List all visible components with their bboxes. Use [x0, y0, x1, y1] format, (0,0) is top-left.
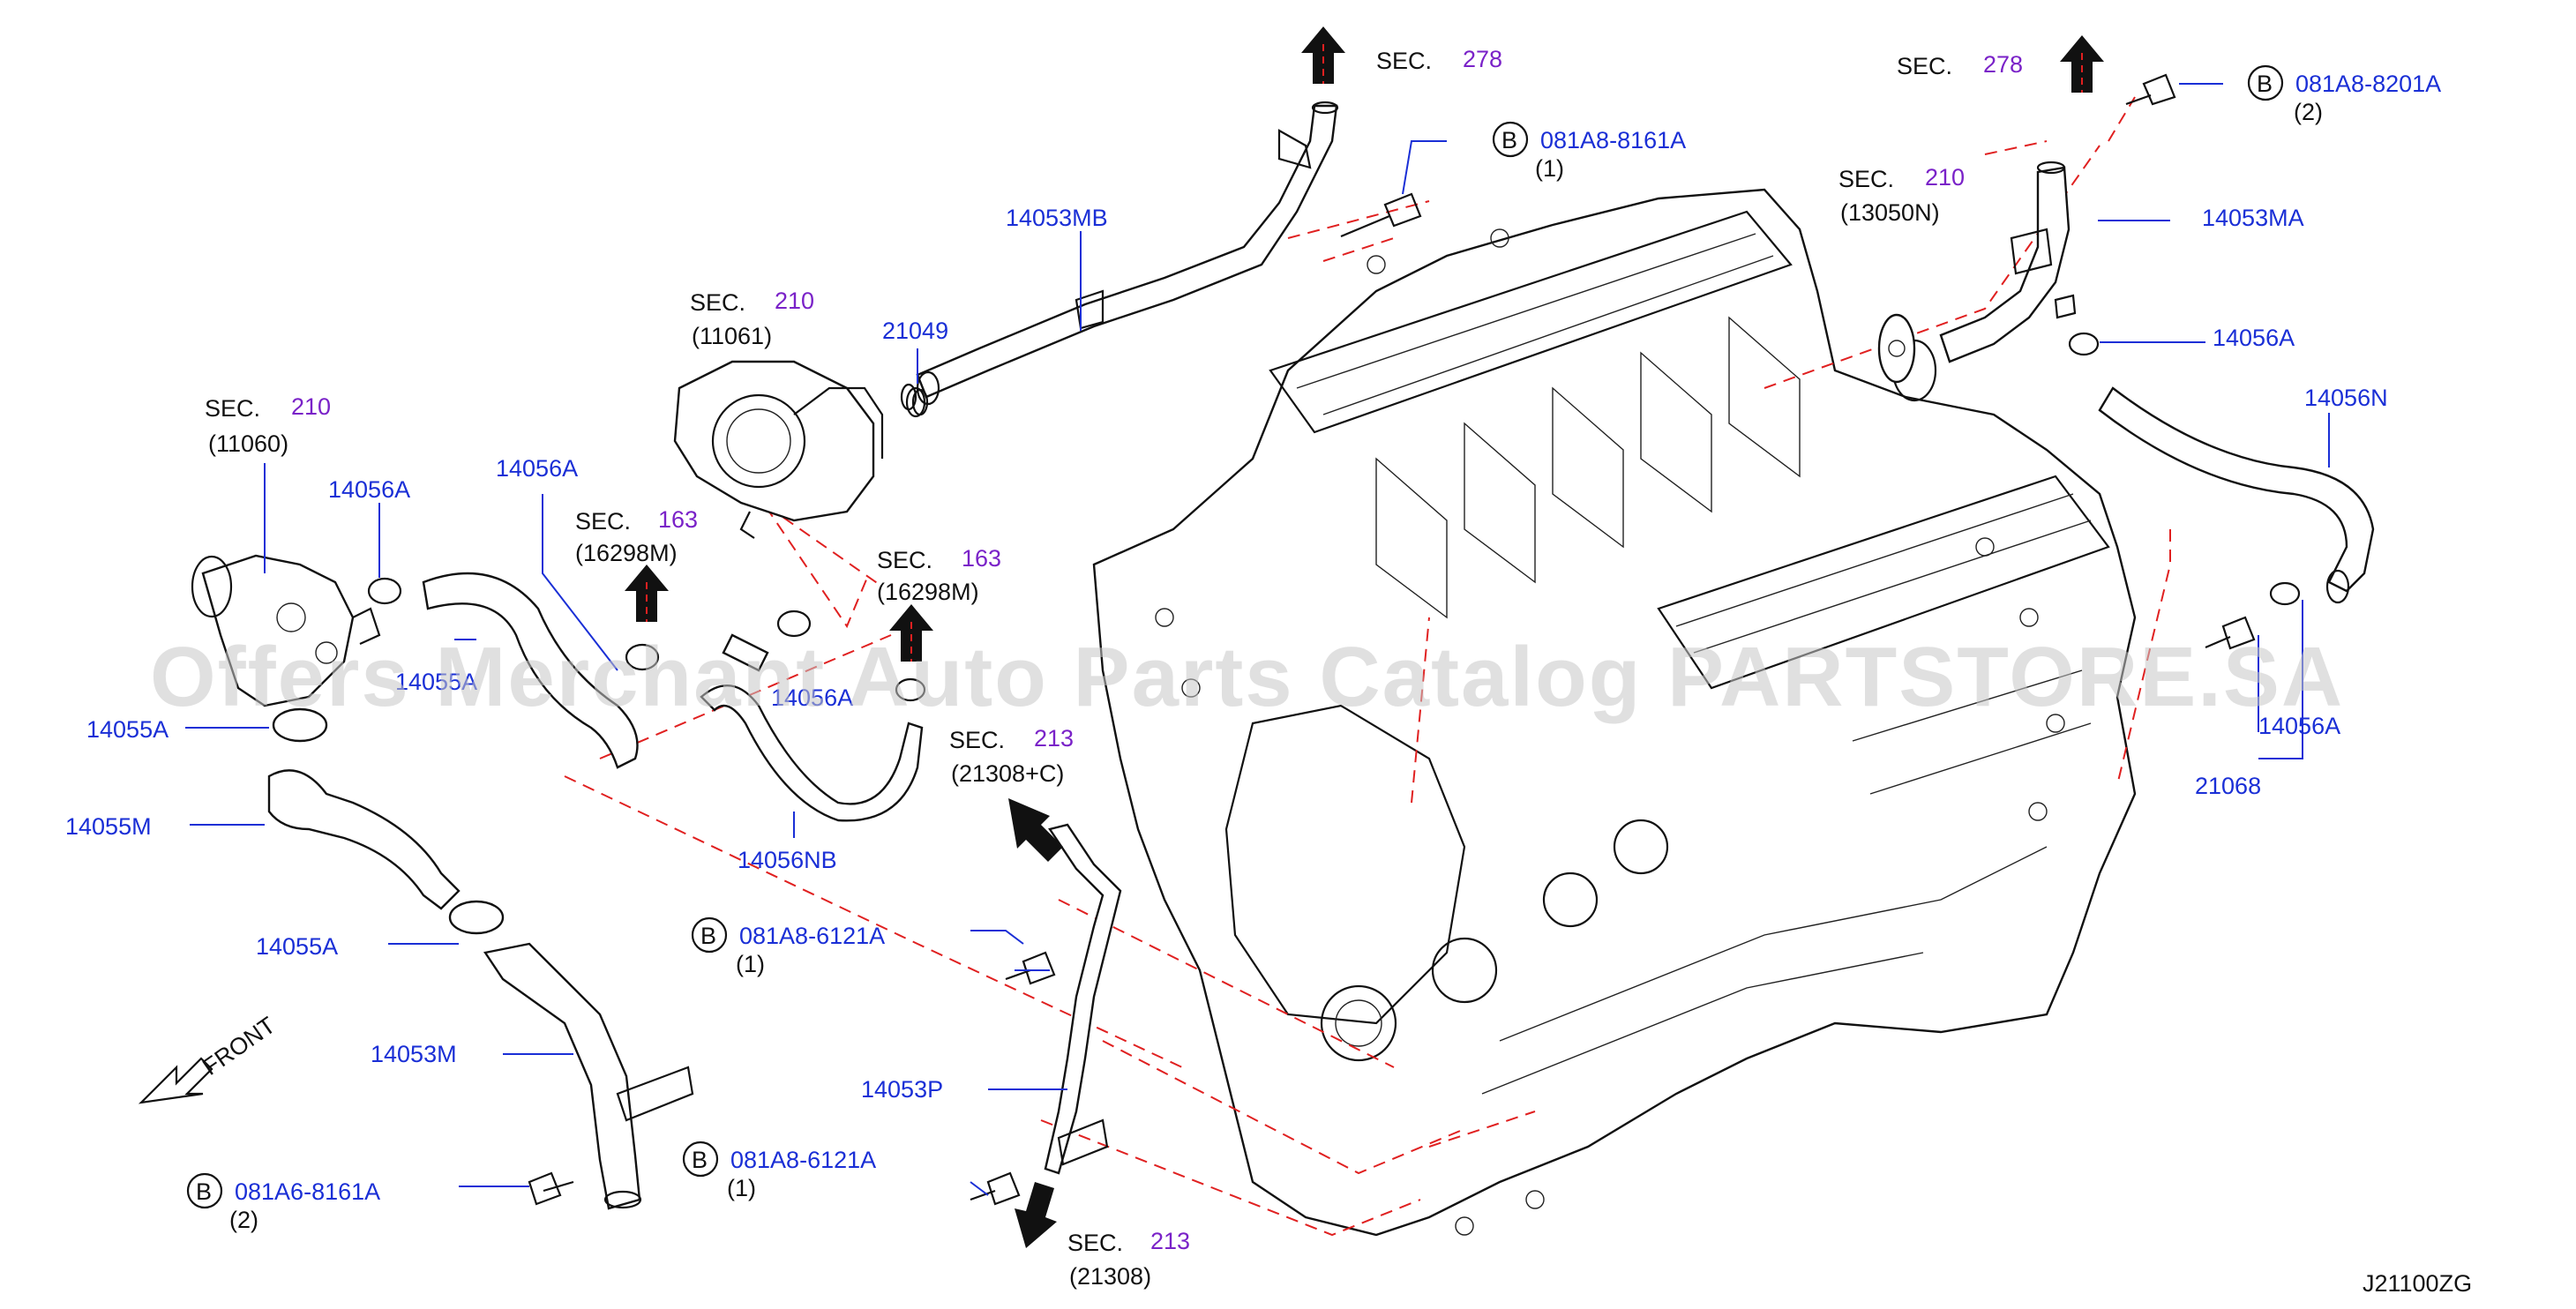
hose-14055M — [267, 769, 461, 910]
sec163-a-label: SEC. — [575, 508, 631, 535]
sec163-a-number: 163 — [658, 506, 698, 533]
sec210-b-number: 210 — [291, 393, 331, 420]
b-marker-3: B — [700, 923, 716, 949]
pipe-14053MB — [900, 101, 1339, 411]
arrow-sec163-right — [889, 604, 933, 662]
o-ring-21049 — [911, 388, 929, 416]
sec210-a-number: 210 — [775, 288, 814, 314]
arrow-sec163-left — [625, 565, 669, 622]
bolt-081A8-8201A-qty: (2) — [2294, 99, 2323, 125]
sec210-b-sub: (11060) — [208, 430, 288, 457]
sec213-b-label: SEC. — [1067, 1230, 1123, 1256]
sec163-b-sub: (16298M) — [877, 579, 979, 605]
hose-14056NB — [700, 633, 924, 822]
sec163-a-sub: (16298M) — [575, 540, 678, 566]
sec213-a-number: 213 — [1034, 725, 1074, 752]
sec213-b-sub: (21308) — [1069, 1263, 1151, 1290]
front-label: FRONT — [198, 1012, 280, 1081]
hose-14056A-upper-left — [422, 572, 639, 769]
bolt-081A8-8161A-top: 081A8-8161A — [1540, 127, 1686, 153]
b-marker-4: B — [692, 1147, 708, 1173]
pipe-14053MA — [1891, 161, 2071, 402]
sec210-c-label: SEC. — [1838, 166, 1894, 192]
bolt-081A6-8161A-qty: (2) — [229, 1207, 258, 1233]
sec278-a-label: SEC. — [1376, 48, 1432, 74]
section-labels: SEC. 278 SEC. 278 SEC. 210 (11061) SEC. … — [205, 46, 2023, 1290]
part-14053MA: 14053MA — [2202, 205, 2304, 231]
direction-arrows — [625, 26, 2104, 1248]
front-indicator: FRONT — [138, 1012, 281, 1104]
bolts — [528, 73, 2256, 1206]
bolt-081A6-8161A: 081A6-8161A — [235, 1178, 380, 1205]
part-14056A-right-bottom: 14056A — [2258, 713, 2340, 739]
part-14055A-partial: 14055A — [395, 669, 477, 695]
part-21049: 21049 — [882, 318, 948, 344]
sec210-b-label: SEC. — [205, 395, 260, 422]
diagram-code: J21100ZG — [2363, 1270, 2472, 1297]
part-14056NB: 14056NB — [738, 847, 837, 873]
sec210-c-sub: (13050N) — [1840, 199, 1940, 226]
part-14053P: 14053P — [861, 1076, 943, 1103]
sec163-b-label: SEC. — [877, 547, 932, 573]
part-14056N: 14056N — [2304, 385, 2388, 411]
part-14055M: 14055M — [65, 813, 152, 840]
gasket-13050N — [1877, 313, 1916, 384]
arrow-sec278-right — [2060, 35, 2104, 93]
bolt-081A8-6121A-b: 081A8-6121A — [730, 1147, 876, 1173]
sec210-c-number: 210 — [1925, 164, 1965, 191]
bolt-081A8-6121A-b-qty: (1) — [727, 1175, 756, 1201]
bolt-081A8-8161A-top-qty: (1) — [1535, 155, 1564, 182]
sec213-b-number: 213 — [1150, 1228, 1190, 1254]
part-14056A-right-top: 14056A — [2213, 325, 2295, 351]
part-21068: 21068 — [2195, 773, 2261, 799]
arrow-sec213-lower — [1015, 1182, 1057, 1248]
part-14056A-upper-left: 14056A — [328, 476, 410, 503]
thermostat-housing — [191, 554, 381, 707]
b-markers: B B B B B — [186, 64, 2284, 1209]
b-marker-5: B — [196, 1178, 212, 1205]
part-14055A-upper: 14055A — [86, 716, 168, 743]
pipe-14053M — [483, 942, 694, 1210]
bolt-081A8-8201A: 081A8-8201A — [2295, 71, 2441, 97]
part-14055A-lower: 14055A — [256, 933, 338, 960]
sec278-a-number: 278 — [1463, 46, 1502, 72]
sec163-b-number: 163 — [962, 545, 1001, 572]
b-marker-1: B — [1501, 127, 1517, 153]
engine-block — [1092, 188, 2137, 1237]
bolt-081A8-6121A-a: 081A8-6121A — [739, 923, 885, 949]
sec278-b-number: 278 — [1983, 51, 2023, 78]
sec213-a-sub: (21308+C) — [951, 760, 1064, 787]
arrow-sec213-upper — [1008, 798, 1063, 862]
pipe-14053P — [1044, 823, 1122, 1175]
red-arrow-centers — [646, 44, 2083, 662]
hose-14056N — [2098, 386, 2375, 604]
part-14053MB: 14053MB — [1006, 205, 1108, 231]
watermark: Offers Merchant Auto Parts Catalog PARTS… — [150, 630, 2344, 724]
bolt-081A8-6121A-a-qty: (1) — [736, 951, 765, 977]
sec210-a-label: SEC. — [690, 289, 745, 316]
part-14056A-mid-left: 14056A — [496, 455, 578, 482]
sec213-a-label: SEC. — [949, 727, 1005, 753]
arrow-sec278-left — [1301, 26, 1345, 84]
sec278-b-label: SEC. — [1897, 53, 1952, 79]
b-marker-2: B — [2257, 71, 2273, 97]
part-14056A-center: 14056A — [771, 684, 853, 711]
sec210-a-sub: (11061) — [692, 323, 772, 349]
part-14053M: 14053M — [371, 1041, 457, 1067]
clamps — [272, 332, 2301, 935]
water-outlet-assembly — [673, 360, 926, 539]
part-leaders — [185, 83, 2330, 1196]
part-number-labels: 081A8-8161A (1) 081A8-8201A (2) 081A8-61… — [65, 71, 2472, 1297]
